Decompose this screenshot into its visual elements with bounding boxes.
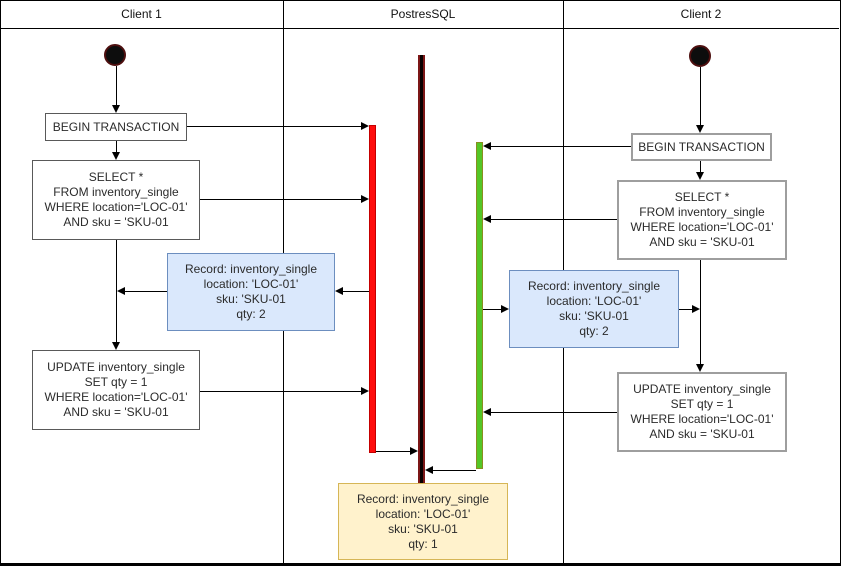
arrowhead-right: [361, 387, 369, 395]
client1-select-box: SELECT * FROM inventory_single WHERE loc…: [32, 160, 200, 240]
commit-line-c1: [376, 451, 410, 452]
client2-transaction-bar: [476, 142, 483, 469]
lane-header-database: PostresSQL: [390, 7, 456, 21]
final-record-box: Record: inventory_single location: 'LOC-…: [338, 483, 508, 560]
message-line-update-c1: [200, 391, 362, 392]
start-node-client1: [104, 44, 126, 66]
client2-record-box: Record: inventory_single location: 'LOC-…: [509, 270, 679, 348]
client1-record-box: Record: inventory_single location: 'LOC-…: [167, 253, 335, 331]
arrowhead-left: [483, 142, 491, 150]
arrowhead-right: [361, 195, 369, 203]
commit-line-c2: [433, 470, 476, 471]
record-return-line-c2b: [679, 309, 692, 310]
client1-update-box: UPDATE inventory_single SET qty = 1 WHER…: [32, 350, 200, 430]
client2-begin-transaction-box: BEGIN TRANSACTION: [631, 133, 772, 161]
client1-transaction-bar: [369, 125, 376, 453]
flow-line: [700, 161, 701, 172]
arrowhead-down: [112, 342, 120, 350]
arrowhead-left: [117, 287, 125, 295]
record-return-line-c1: [343, 291, 369, 292]
arrowhead-right: [361, 122, 369, 130]
message-line-select-c1: [200, 199, 362, 200]
client2-update-box: UPDATE inventory_single SET qty = 1 WHER…: [617, 372, 787, 452]
flow-line: [700, 260, 701, 364]
flow-line: [116, 66, 117, 105]
message-line-begin-c1: [187, 126, 362, 127]
arrowhead-down: [696, 364, 704, 372]
message-line-begin-c2: [491, 146, 631, 147]
client1-begin-transaction-box: BEGIN TRANSACTION: [45, 113, 187, 141]
flow-line: [700, 67, 701, 125]
flow-line: [116, 141, 117, 152]
flow-line: [116, 240, 117, 342]
message-line-update-c2: [491, 412, 617, 413]
database-lifeline: [418, 55, 425, 483]
arrowhead-down: [112, 152, 120, 160]
arrowhead-down: [696, 172, 704, 180]
arrowhead-down: [112, 105, 120, 113]
arrowhead-left: [335, 287, 343, 295]
client2-select-box: SELECT * FROM inventory_single WHERE loc…: [617, 180, 787, 260]
record-return-line-c1b: [125, 291, 167, 292]
arrowhead-left: [425, 466, 433, 474]
record-return-line-c2: [483, 309, 501, 310]
arrowhead-left: [483, 408, 491, 416]
arrowhead-down: [696, 125, 704, 133]
header-separator: [0, 28, 839, 29]
message-line-select-c2: [491, 219, 617, 220]
arrowhead-right: [692, 305, 700, 313]
start-node-client2: [689, 45, 711, 67]
arrowhead-left: [483, 215, 491, 223]
lane-header-client1: Client 1: [121, 7, 162, 21]
arrowhead-right: [501, 305, 509, 313]
arrowhead-right: [410, 447, 418, 455]
lane-header-client2: Client 2: [680, 7, 722, 21]
